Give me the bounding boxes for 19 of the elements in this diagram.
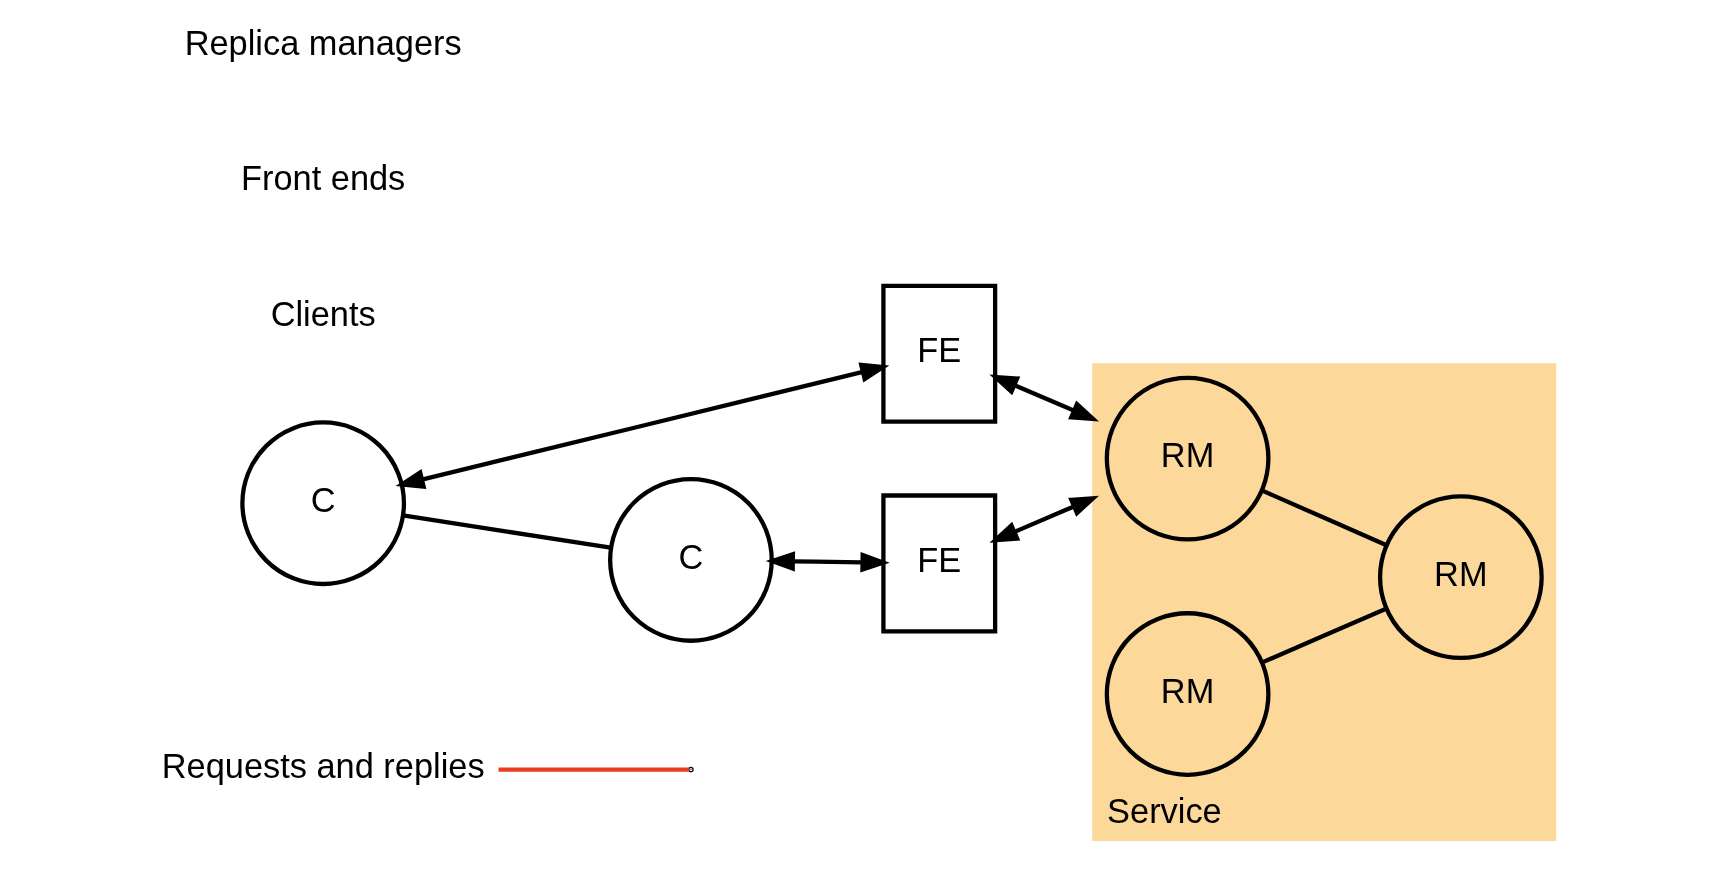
node-circle: RM xyxy=(1104,611,1271,777)
node-text: Requests and replies xyxy=(161,747,485,786)
node-circle: C xyxy=(608,477,774,643)
connector xyxy=(402,513,611,550)
arrow xyxy=(395,362,890,489)
node-circle: C xyxy=(240,420,407,587)
connector xyxy=(1261,488,1388,548)
arrow xyxy=(989,495,1100,543)
connector xyxy=(498,767,689,772)
arrow xyxy=(989,374,1100,422)
label: Front ends xyxy=(241,159,406,198)
node-box: FE xyxy=(881,283,998,424)
node-circle: RM xyxy=(1377,494,1544,661)
node-box: FE xyxy=(881,493,998,634)
node-circle: RM xyxy=(1104,375,1271,542)
label: Replica managers xyxy=(184,23,462,62)
connector xyxy=(1261,606,1387,665)
label: Clients xyxy=(270,295,376,334)
arrow xyxy=(765,551,890,573)
